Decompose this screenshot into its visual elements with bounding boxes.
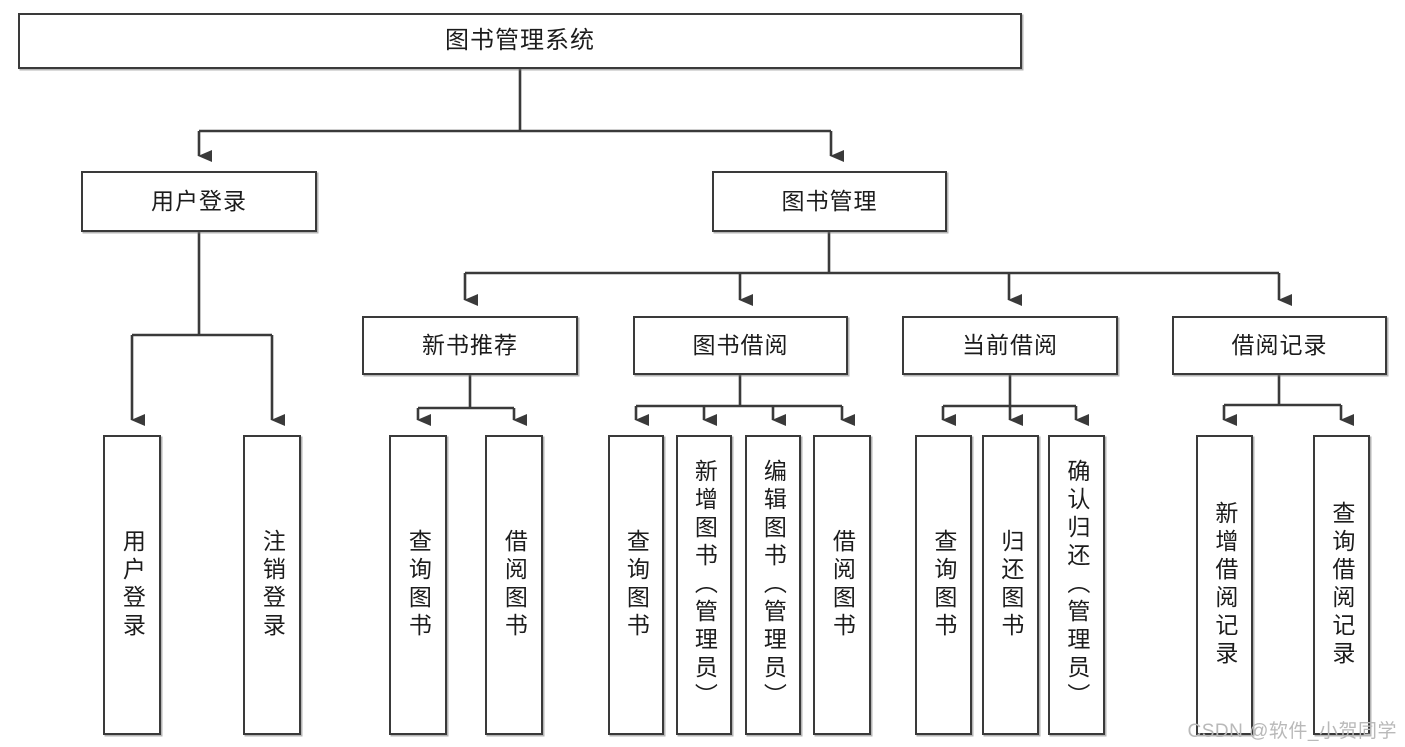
node-user-login[interactable]: 用户登录 — [81, 171, 317, 232]
edges-borrow-records — [1222, 375, 1354, 426]
node-root[interactable]: 图书管理系统 — [18, 13, 1022, 69]
node-book-borrow[interactable]: 图书借阅 — [633, 316, 848, 375]
node-leaf-query-book-current[interactable]: 查询图书 — [915, 435, 972, 735]
node-leaf-return-book[interactable]: 归还图书 — [982, 435, 1039, 735]
node-leaf-add-book[interactable]: 新增图书（管理员） — [676, 435, 732, 735]
edges-user-login — [130, 232, 285, 426]
node-leaf-user-login[interactable]: 用户登录 — [103, 435, 161, 735]
node-new-book-recommend[interactable]: 新书推荐 — [362, 316, 578, 375]
node-book-management[interactable]: 图书管理 — [712, 171, 947, 232]
node-leaf-edit-book[interactable]: 编辑图书（管理员） — [745, 435, 801, 735]
node-leaf-query-book-borrow[interactable]: 查询图书 — [608, 435, 664, 735]
node-leaf-add-borrow-record[interactable]: 新增借阅记录 — [1196, 435, 1253, 735]
edges-book-borrow — [634, 375, 855, 426]
node-leaf-confirm-return[interactable]: 确认归还（管理员） — [1048, 435, 1105, 735]
node-leaf-query-borrow-record[interactable]: 查询借阅记录 — [1313, 435, 1370, 735]
node-borrow-records[interactable]: 借阅记录 — [1172, 316, 1387, 375]
edges-root — [197, 69, 844, 162]
node-leaf-user-logout[interactable]: 注销登录 — [243, 435, 301, 735]
node-leaf-borrow-book[interactable]: 借阅图书 — [813, 435, 871, 735]
edges-book-management — [463, 232, 1292, 306]
edges-current-borrow — [941, 375, 1089, 426]
edges-new-book-recommend — [416, 375, 527, 426]
csdn-watermark: CSDN @软件_小贺同学 — [1187, 721, 1397, 742]
node-current-borrow[interactable]: 当前借阅 — [902, 316, 1118, 375]
node-leaf-borrow-book-recommend[interactable]: 借阅图书 — [485, 435, 543, 735]
node-leaf-query-book-recommend[interactable]: 查询图书 — [389, 435, 447, 735]
